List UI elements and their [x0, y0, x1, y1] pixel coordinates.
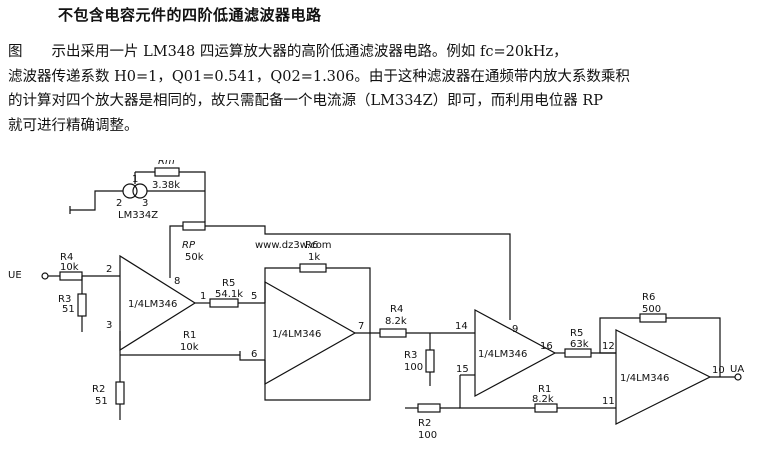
- r1-stage1-name: R1: [183, 330, 196, 341]
- r6-stage1-name: R6: [305, 240, 318, 251]
- r6-stage2-value: 500: [642, 304, 661, 315]
- rp-value: 50k: [185, 252, 204, 263]
- opamp4-pin-minus: 11: [602, 396, 615, 407]
- r4-stage1-name: R4: [60, 252, 73, 263]
- paragraph-line-3: 的计算对四个放大器是相同的，故只需配备一个电流源（LM334Z）即可，而利用电位…: [8, 93, 604, 109]
- opamp1-pin-minus: 3: [106, 320, 112, 331]
- opamp2-pin-plus: 5: [251, 291, 257, 302]
- r1-stage2-value: 8.2k: [532, 394, 554, 405]
- r1-stage2-name: R1: [538, 384, 551, 395]
- opamp1-pin-out: 1: [200, 291, 206, 302]
- circuit-schematic: UE UA LM334Z Rm 3.38k RP 50k R4 10k R3 5…: [8, 160, 744, 441]
- opamp1-pin-set: 8: [174, 276, 180, 287]
- page-title: 不包含电容元件的四阶低通滤波器电路: [58, 6, 322, 24]
- r6-stage1-value: 1k: [308, 252, 320, 263]
- opamp1-label: 1/4LM346: [128, 299, 177, 310]
- watermark: www.dz3w.com: [255, 240, 332, 251]
- paragraph-line-2: 滤波器传递系数 H0=1，Q01=0.541，Q02=1.306。由于这种滤波器…: [8, 68, 630, 85]
- opamp1-pin-plus: 2: [106, 264, 112, 275]
- source-pin1: 1: [132, 174, 138, 185]
- rm-name: Rm: [158, 160, 175, 167]
- r3-stage1-value: 51: [62, 304, 75, 315]
- description-paragraph: 图 示出采用一片 LM348 四运算放大器的高阶低通滤波器电路。例如 fc=20…: [8, 40, 756, 138]
- opamp4-pin-plus: 12: [602, 341, 615, 352]
- source-pin2: 2: [116, 198, 122, 209]
- opamp4-pin-out: 10: [712, 365, 725, 376]
- lm334z-label: LM334Z: [118, 210, 158, 221]
- opamp3-pin-minus: 15: [456, 364, 469, 375]
- r2-stage2-value: 100: [418, 430, 437, 441]
- r5-stage2-name: R5: [570, 328, 583, 339]
- r6-stage2-name: R6: [642, 292, 655, 303]
- r3-stage2-value: 100: [404, 362, 423, 373]
- opamp3-pin-set: 9: [512, 324, 518, 335]
- paragraph-line-4: 就可进行精确调整。: [8, 117, 139, 134]
- opamp2-pin-out: 7: [358, 321, 364, 332]
- paragraph-line-1: 图 示出采用一片 LM348 四运算放大器的高阶低通滤波器电路。例如 fc=20…: [8, 44, 568, 60]
- r3-stage2-name: R3: [404, 350, 417, 361]
- rm-value: 3.38k: [152, 180, 180, 191]
- r5-stage1-value: 54.1k: [215, 289, 243, 300]
- rp-name: RP: [182, 240, 196, 251]
- r4-stage2-name: R4: [390, 304, 403, 315]
- opamp3-pin-out: 16: [540, 341, 553, 352]
- opamp3-label: 1/4LM346: [478, 349, 527, 360]
- r2-stage1-name: R2: [92, 384, 105, 395]
- r1-stage1-value: 10k: [180, 342, 199, 353]
- r3-stage1-name: R3: [58, 294, 71, 305]
- opamp4-label: 1/4LM346: [620, 373, 669, 384]
- opamp2-label: 1/4LM346: [272, 329, 321, 340]
- output-label: UA: [730, 364, 744, 375]
- input-label: UE: [8, 270, 22, 281]
- source-pin3: 3: [142, 198, 148, 209]
- r2-stage2-name: R2: [418, 418, 431, 429]
- r2-stage1-value: 51: [95, 396, 108, 407]
- opamp2-pin-minus: 6: [251, 349, 257, 360]
- r4-stage1-value: 10k: [60, 262, 79, 273]
- r4-stage2-value: 8.2k: [385, 316, 407, 327]
- r5-stage2-value: 63k: [570, 339, 589, 350]
- opamp3-pin-plus: 14: [455, 321, 468, 332]
- r5-stage1-name: R5: [222, 278, 235, 289]
